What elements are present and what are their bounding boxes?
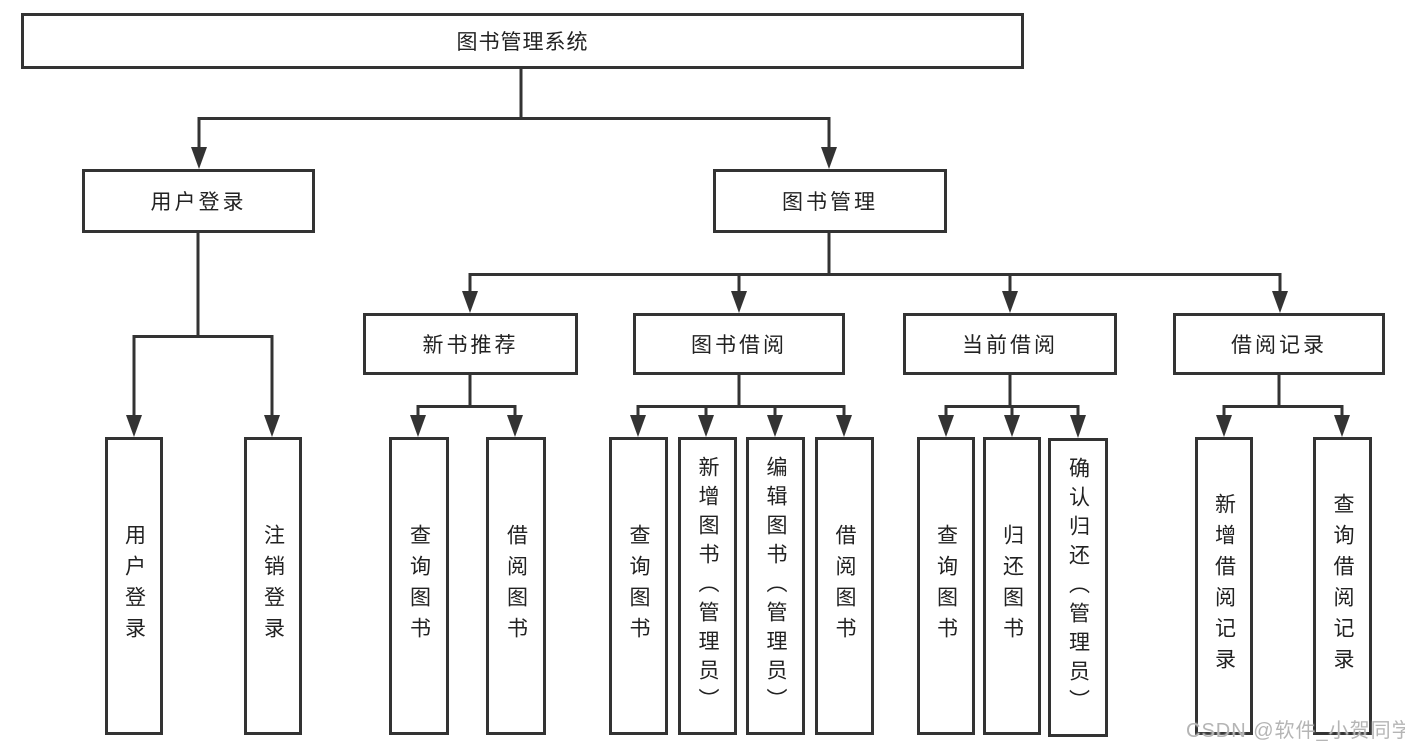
node-new-book-recommend: 新书推荐: [363, 313, 578, 375]
node-book-management: 图书管理: [713, 169, 947, 233]
leaf-add-books-admin: 新增图书（管理员）: [678, 437, 737, 735]
leaf-query-books-borrow: 查询图书: [609, 437, 668, 735]
node-label: 图书管理: [782, 191, 878, 214]
node-label: 新增图书（管理员）: [696, 455, 719, 717]
node-label: 查询图书: [934, 524, 958, 648]
node-label: 借阅图书: [504, 524, 528, 648]
node-label: 查询图书: [407, 524, 431, 648]
leaf-add-borrow-record: 新增借阅记录: [1195, 437, 1253, 735]
node-user-login: 用户登录: [82, 169, 315, 233]
leaf-query-books-current: 查询图书: [917, 437, 975, 735]
node-label: 当前借阅: [962, 334, 1058, 357]
node-label: 用户登录: [150, 191, 247, 214]
leaf-confirm-return-admin: 确认归还（管理员）: [1048, 438, 1108, 737]
node-label: 借阅记录: [1231, 334, 1327, 357]
node-label: 图书借阅: [691, 334, 787, 357]
node-label: 查询图书: [627, 524, 650, 648]
node-label: 新增借阅记录: [1212, 493, 1236, 679]
leaf-logout: 注销登录: [244, 437, 302, 735]
node-label: 用户登录: [122, 524, 146, 648]
node-label: 新书推荐: [422, 334, 519, 357]
leaf-query-books-recommend: 查询图书: [389, 437, 449, 735]
leaf-return-books: 归还图书: [983, 437, 1041, 735]
leaf-query-borrow-record: 查询借阅记录: [1313, 437, 1372, 735]
node-current-borrowing: 当前借阅: [903, 313, 1117, 375]
leaf-borrow-books-recommend: 借阅图书: [486, 437, 546, 735]
leaf-edit-books-admin: 编辑图书（管理员）: [746, 437, 805, 735]
node-label: 查询借阅记录: [1331, 493, 1354, 679]
node-label: 确认归还（管理员）: [1066, 457, 1090, 718]
node-label: 借阅图书: [833, 524, 856, 648]
node-label: 注销登录: [261, 524, 285, 648]
leaf-borrow-books: 借阅图书: [815, 437, 874, 735]
node-system-root: 图书管理系统: [21, 13, 1024, 69]
node-label: 归还图书: [1000, 524, 1024, 648]
node-label: 图书管理系统: [456, 31, 589, 54]
node-borrowing-records: 借阅记录: [1173, 313, 1385, 375]
node-label: 编辑图书（管理员）: [764, 455, 787, 717]
node-book-borrowing: 图书借阅: [633, 313, 845, 375]
csdn-watermark: CSDN @软件_小贺同学: [1186, 720, 1405, 742]
leaf-user-login: 用户登录: [105, 437, 163, 735]
